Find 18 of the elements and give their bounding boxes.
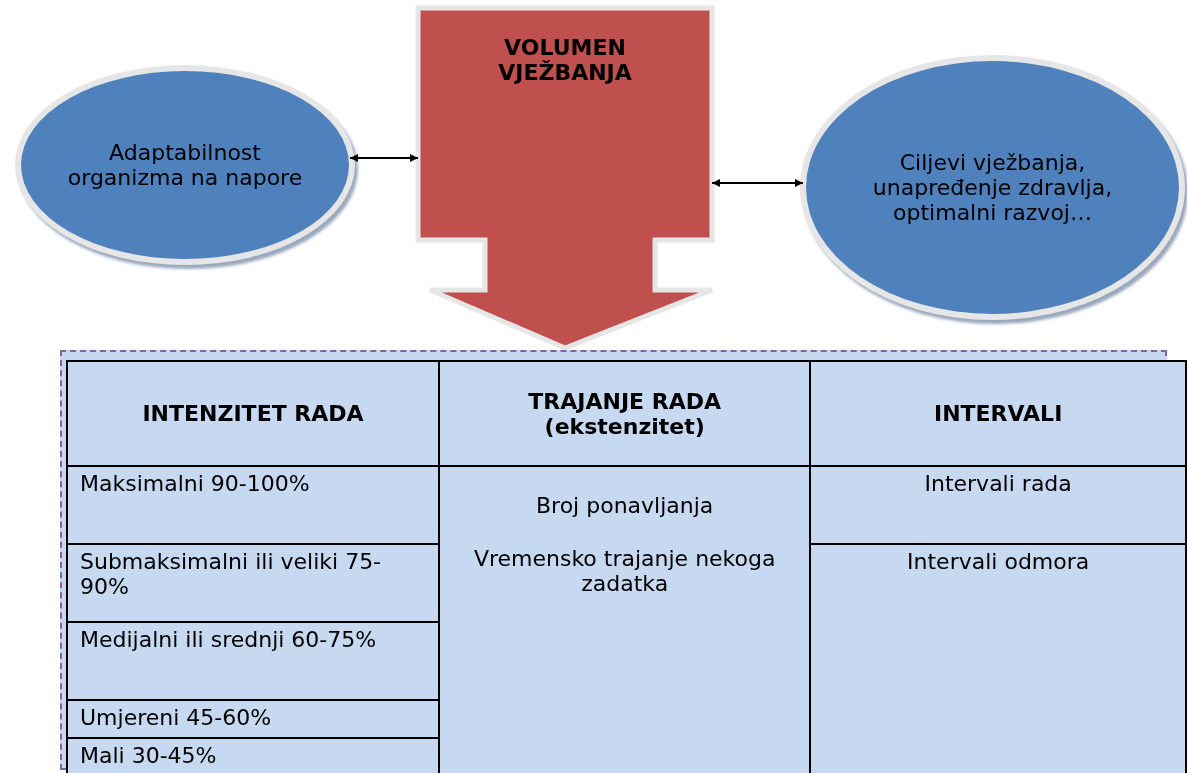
down-arrow-shape (415, 5, 715, 350)
table-cell: Mali 30-45% (67, 738, 440, 773)
column-header: INTENZITET RADA (67, 361, 440, 466)
table-cell: Medijalni ili srednji 60-75% (67, 622, 440, 700)
column-header: TRAJANJE RADA (ekstenzitet) (439, 361, 811, 466)
table-cell: Maksimalni 90-100% (67, 466, 440, 544)
table-cell: Intervali odmora (810, 544, 1186, 773)
node-text: Adaptabilnost organizma na napore (66, 140, 304, 190)
double-arrow (349, 154, 419, 162)
table-cell: Umjereni 45-60% (67, 700, 440, 738)
column-header: INTERVALI (810, 361, 1186, 466)
node-text: VOLUMEN VJEŽBANJA (497, 35, 633, 85)
double-arrow (711, 179, 804, 187)
table-cell: Submaksimalni ili veliki 75-90% (67, 544, 440, 622)
cell-text: Vremensko trajanje nekoga zadatka (472, 546, 777, 596)
node-text: Ciljevi vježbanja, unapređenje zdravlja, optimalni razvoj… (871, 150, 1114, 225)
table-cell: Intervali rada (810, 466, 1186, 544)
cell-text: Broj ponavljanja (535, 493, 715, 518)
